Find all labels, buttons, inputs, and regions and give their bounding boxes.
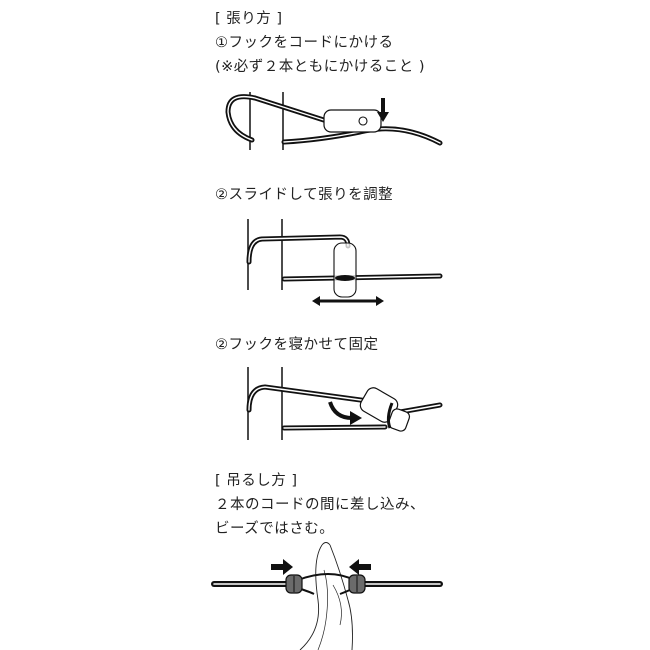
right-arrow-icon <box>271 559 293 575</box>
hanging-illustration <box>211 542 443 650</box>
heading-hanging: [ 吊るし方 ] <box>215 473 298 489</box>
step2-illustration <box>246 219 443 306</box>
step2-title: ②スライドして張りを調整 <box>215 187 394 203</box>
step3-illustration <box>246 367 443 440</box>
left-arrow-icon <box>349 559 371 575</box>
hanging-line1: ２本のコードの間に差し込み、 <box>215 497 425 513</box>
heading-tension: [ 張り方 ] <box>215 11 283 27</box>
slider-body <box>333 242 357 298</box>
curved-arrow-icon <box>350 411 362 425</box>
step3-title: ②フックを寝かせて固定 <box>215 337 379 353</box>
step1-illustration <box>225 92 443 150</box>
step1-title: ①フックをコードにかける <box>215 35 394 51</box>
step1-note: (※必ず２本ともにかけること ) <box>215 59 426 75</box>
down-arrow-icon <box>377 98 389 122</box>
hook-body <box>323 109 382 133</box>
double-arrow-icon <box>376 296 384 306</box>
hanging-line2: ビーズではさむ。 <box>215 521 335 537</box>
